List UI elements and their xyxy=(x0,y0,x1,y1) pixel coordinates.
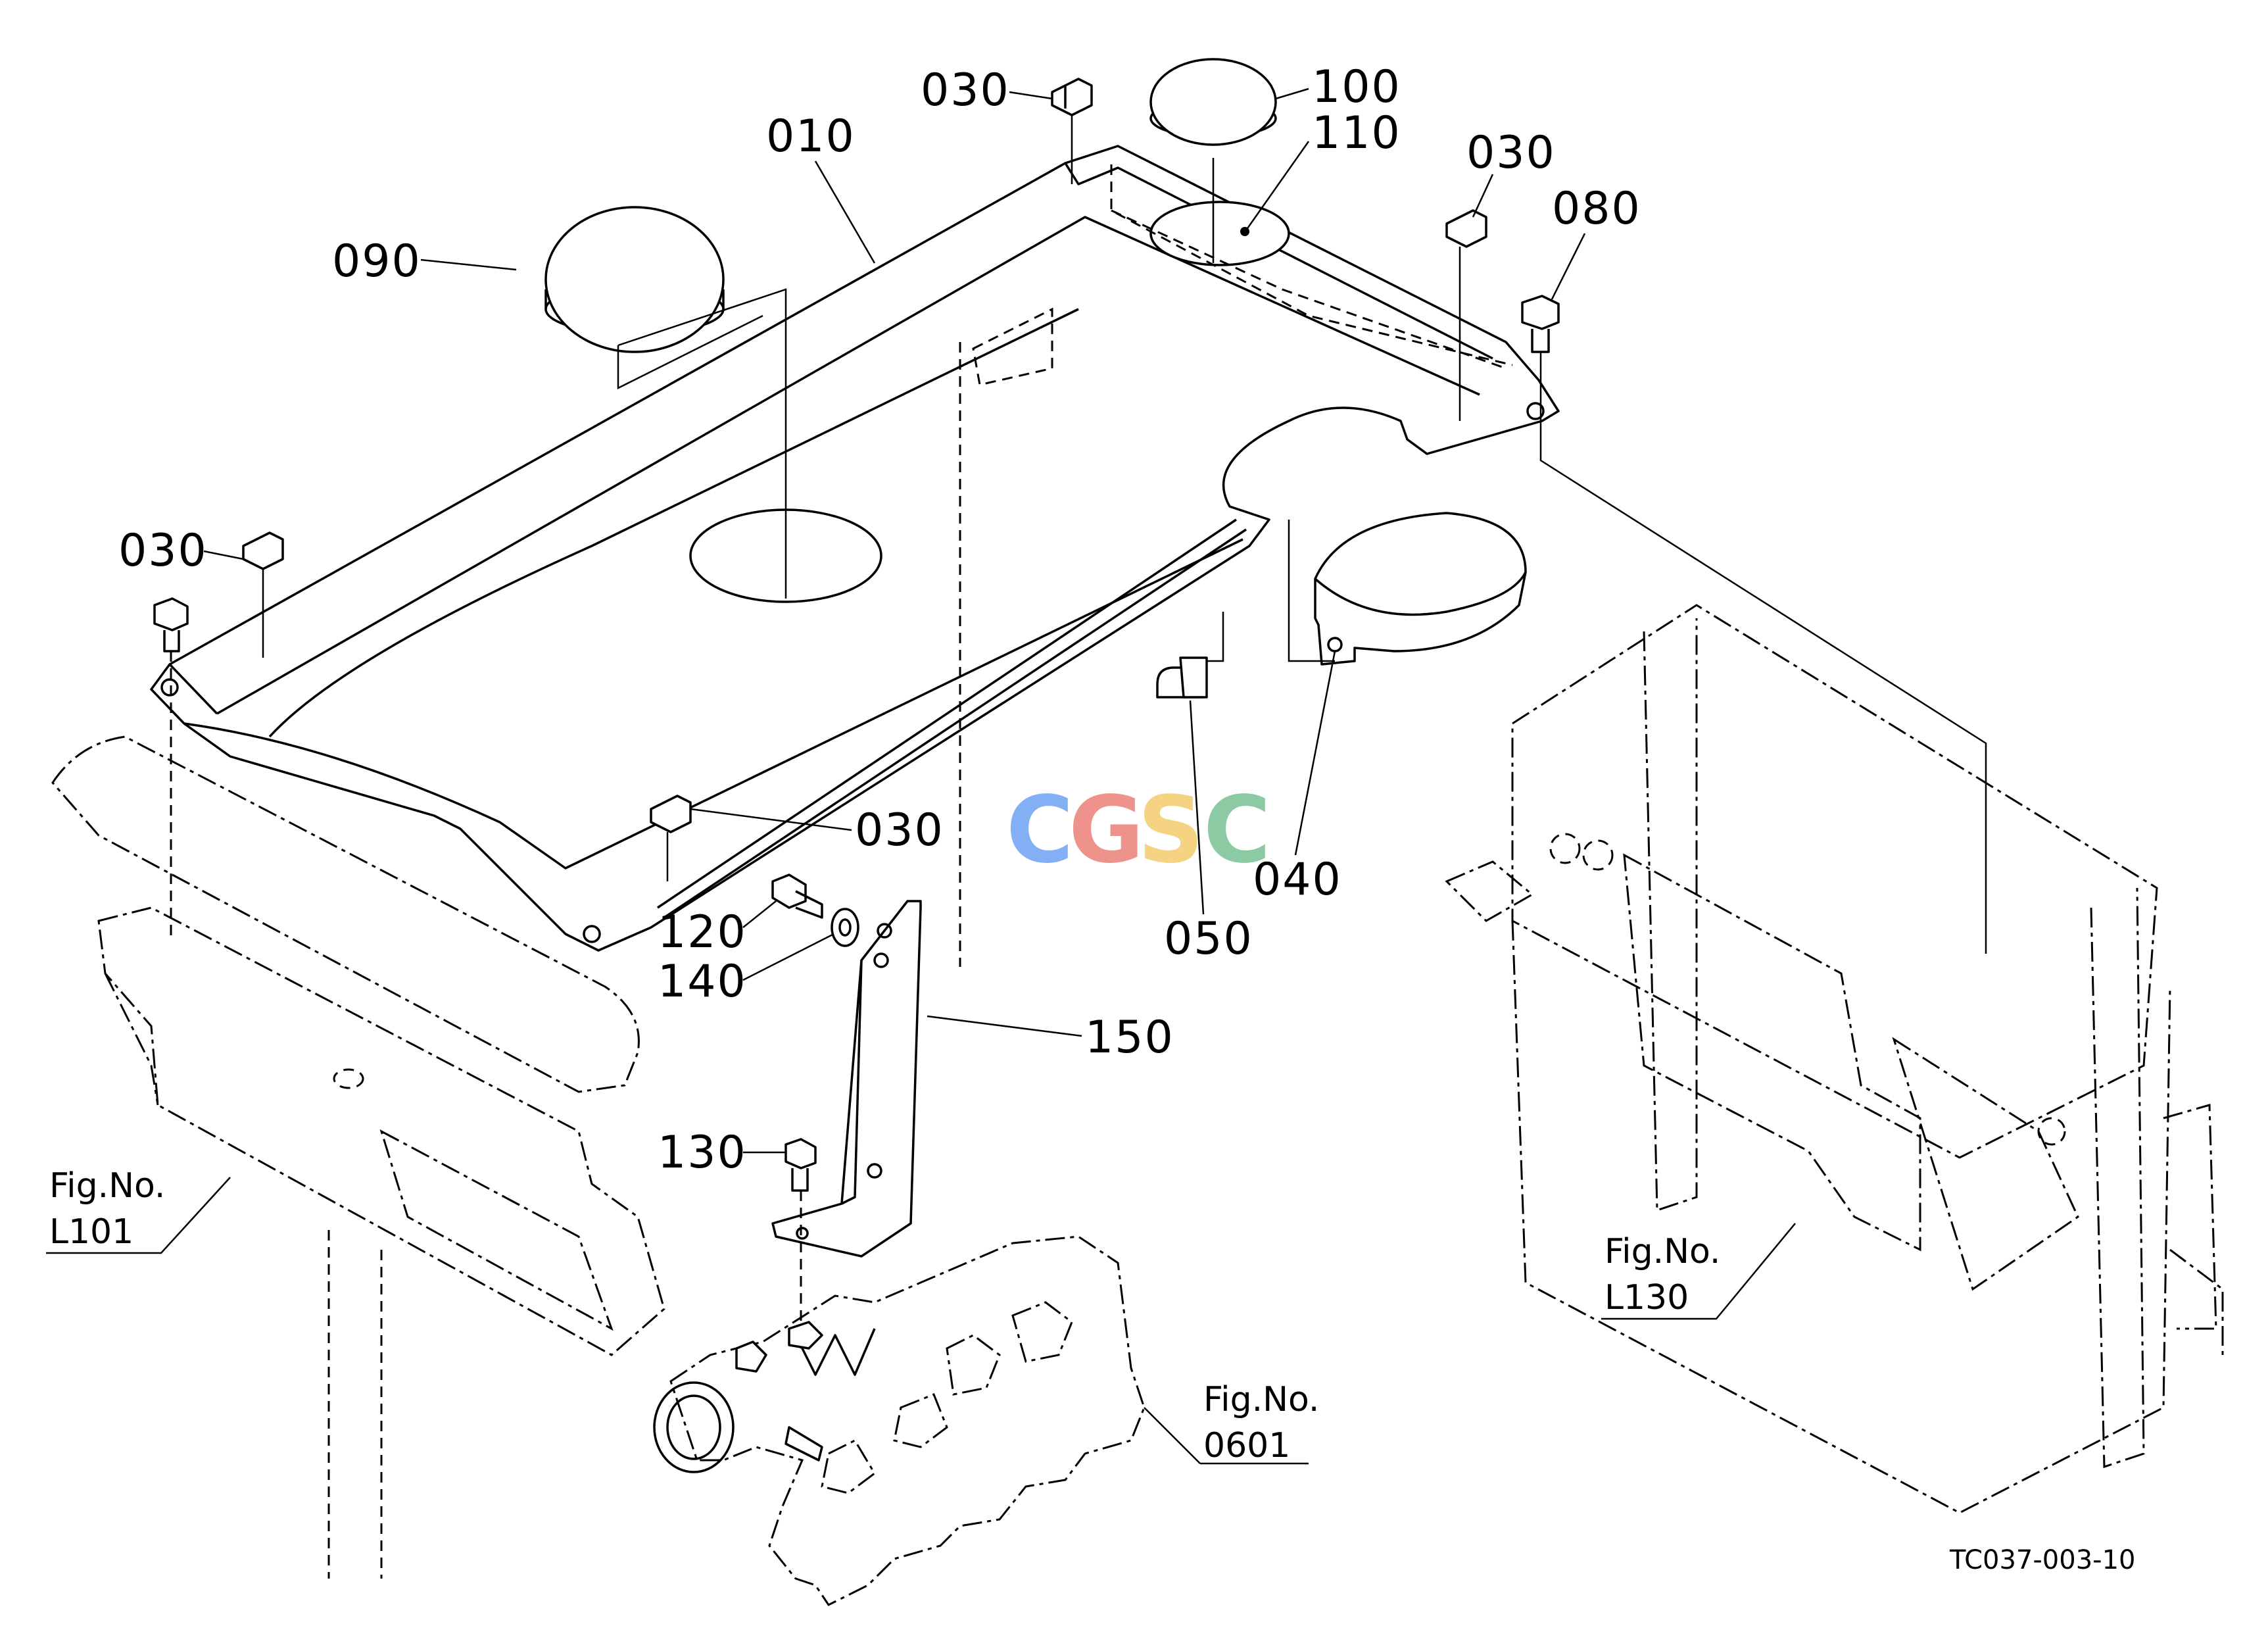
part-label-110: 110 xyxy=(1240,107,1401,236)
watermark-letter: G xyxy=(1069,777,1144,884)
clip-030-right xyxy=(1445,209,1487,421)
part-label-030-right: 030 xyxy=(1466,127,1556,218)
part-label-080: 080 xyxy=(1551,183,1641,300)
watermark-letter: C xyxy=(1006,777,1074,884)
part-label-030-left: 030 xyxy=(118,525,244,577)
fig-ref-l130[interactable]: Fig.No. L130 xyxy=(1601,1223,1796,1320)
part-label-040: 040 xyxy=(1253,651,1342,906)
bolt-120 xyxy=(771,873,823,919)
part-number: 080 xyxy=(1552,183,1641,235)
plug-050 xyxy=(1156,612,1224,699)
watermark-letter: C xyxy=(1203,777,1271,884)
clip-030-top xyxy=(1051,78,1093,184)
part-number: 140 xyxy=(658,956,747,1008)
part-label-140: 140 xyxy=(658,933,834,1008)
part-label-130: 130 xyxy=(658,1127,786,1179)
part-label-030-bottom: 030 xyxy=(690,804,944,856)
part-number: 030 xyxy=(1466,127,1556,179)
frame-l130 xyxy=(1445,401,2224,1514)
part-label-090: 090 xyxy=(332,235,517,287)
fig-ref-title: Fig.No. xyxy=(1604,1232,1720,1271)
cover-040 xyxy=(1288,512,1527,666)
clip-030-bottom xyxy=(650,795,692,881)
part-label-100: 100 xyxy=(1275,61,1401,113)
part-number: 040 xyxy=(1253,854,1342,906)
drawing-code: TC037-003-10 xyxy=(1949,1545,2135,1575)
fig-ref-0601[interactable]: Fig.No. 0601 xyxy=(1144,1380,1319,1465)
part-number: 100 xyxy=(1312,61,1401,113)
part-label-030-top: 030 xyxy=(921,64,1053,116)
fig-ref-l101[interactable]: Fig.No. L101 xyxy=(46,1166,231,1254)
bracket-150 xyxy=(771,900,922,1258)
bolt-130 xyxy=(784,1138,817,1348)
part-label-150: 150 xyxy=(927,1012,1174,1064)
part-label-010: 010 xyxy=(766,111,876,264)
watermark-letter: S xyxy=(1138,777,1204,884)
manifold-0601 xyxy=(653,1235,1146,1606)
part-number: 010 xyxy=(766,111,856,162)
cap-090 xyxy=(544,206,787,599)
part-number: 030 xyxy=(921,64,1010,116)
fig-ref-number: 0601 xyxy=(1203,1426,1290,1465)
fig-ref-number: L101 xyxy=(49,1212,133,1252)
part-number: 120 xyxy=(658,906,747,958)
watermark: C G S C xyxy=(1006,777,1271,884)
bolt-080 xyxy=(1521,295,1560,401)
washer-140 xyxy=(831,908,859,947)
part-label-050: 050 xyxy=(1164,700,1253,965)
fig-ref-number: L130 xyxy=(1604,1278,1689,1317)
part-number: 150 xyxy=(1085,1012,1174,1064)
bolt-left xyxy=(153,597,189,941)
part-number: 110 xyxy=(1312,107,1401,159)
part-number: 030 xyxy=(118,525,208,577)
shroud-l101 xyxy=(51,735,665,1579)
part-number: 130 xyxy=(658,1127,747,1179)
fig-ref-title: Fig.No. xyxy=(1203,1380,1319,1419)
cap-100 xyxy=(1149,58,1277,263)
part-number: 030 xyxy=(855,804,944,856)
part-number: 090 xyxy=(332,235,422,287)
fig-ref-title: Fig.No. xyxy=(49,1166,165,1206)
part-label-120: 120 xyxy=(658,900,777,958)
part-number: 050 xyxy=(1164,913,1253,965)
